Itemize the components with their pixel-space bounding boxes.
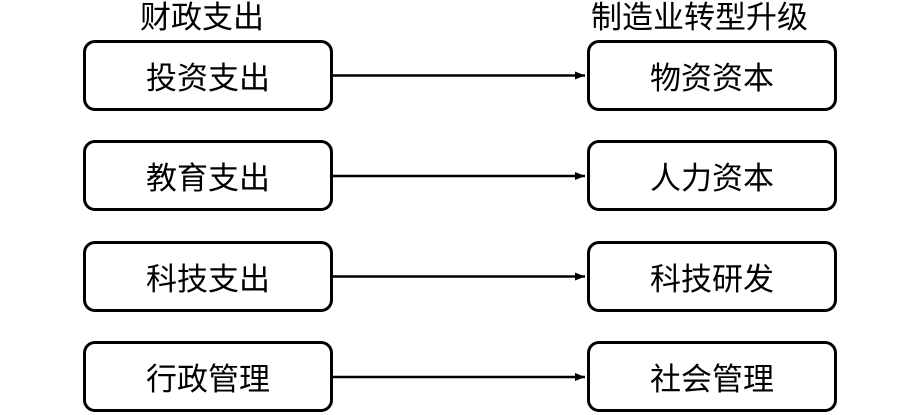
box-social-management: 社会管理 [587,341,837,412]
box-material-capital: 物资资本 [587,40,837,111]
box-science-expenditure: 科技支出 [83,241,333,312]
box-label: 科技支出 [146,262,270,298]
box-label: 科技研发 [650,262,774,298]
box-human-capital: 人力资本 [587,140,837,211]
box-label: 物资资本 [650,61,774,97]
box-label: 投资支出 [146,61,270,97]
box-label: 教育支出 [146,161,270,197]
box-label: 社会管理 [650,362,774,398]
header-manufacturing-upgrade: 制造业转型升级 [591,0,808,36]
box-research-development: 科技研发 [587,241,837,312]
box-label: 行政管理 [146,362,270,398]
box-education-expenditure: 教育支出 [83,140,333,211]
box-label: 人力资本 [650,161,774,197]
header-fiscal-expenditure: 财政支出 [140,0,264,36]
box-investment-expenditure: 投资支出 [83,40,333,111]
box-administrative-management: 行政管理 [83,341,333,412]
